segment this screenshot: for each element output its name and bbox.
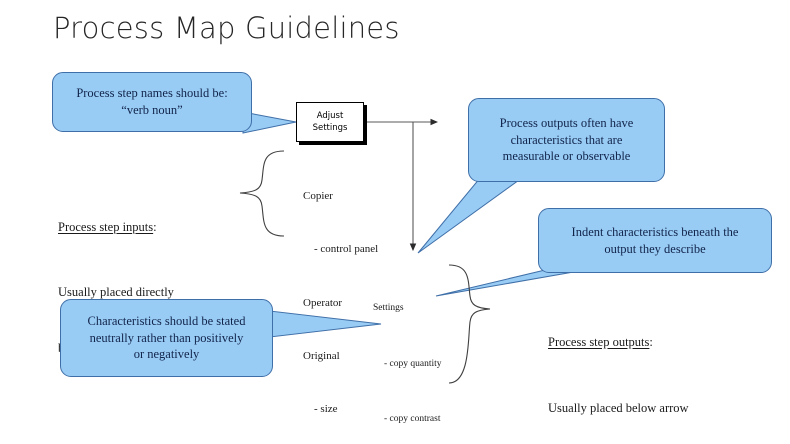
callout-neutral-line3: or negatively [133, 347, 200, 362]
inputs-note-line1: Usually placed directly [58, 284, 174, 299]
callout-neutral-characteristics[interactable]: Characteristics should be stated neutral… [60, 299, 273, 377]
callout-indent-line2: output they describe [604, 241, 706, 256]
list-item: - control panel [314, 243, 379, 256]
callout-process-step-names[interactable]: Process step names should be: “verb noun… [52, 72, 252, 132]
list-item: Copier [303, 189, 333, 202]
list-item: Original [303, 349, 340, 362]
inputs-note-heading-text: Process step inputs [58, 219, 154, 234]
list-item: Settings [373, 303, 404, 314]
outputs-note-heading: Process step outputs: [548, 333, 721, 352]
callout-process-outputs[interactable]: Process outputs often have characteristi… [468, 98, 665, 182]
inputs-note-heading: Process step inputs: [58, 218, 174, 237]
outputs-note-heading-colon: : [649, 335, 653, 349]
callout-outputs-line2: characteristics that are [510, 132, 623, 147]
process-step-outputs-note: Process step outputs: Usually placed bel… [548, 295, 721, 444]
callout-indent-line1: Indent characteristics beneath the [571, 224, 739, 239]
process-inputs-list: Copier - control panel Operator Original… [303, 152, 378, 444]
input-brace [239, 150, 285, 237]
list-item: - copy quantity [384, 358, 442, 369]
callout-neutral-line2: neutrally rather than positively [89, 330, 244, 345]
callout-neutral-line1: Characteristics should be stated [87, 313, 246, 328]
callout-outputs-line1: Process outputs often have [499, 115, 634, 130]
list-item: - size [314, 403, 338, 416]
inputs-note-heading-colon: : [153, 219, 157, 234]
callout-indent-characteristics[interactable]: Indent characteristics beneath the outpu… [538, 208, 772, 273]
callout-names-line1: Process step names should be: [76, 86, 228, 101]
outputs-note-heading-text: Process step outputs [548, 335, 650, 349]
process-box-line1: Adjust [316, 110, 344, 121]
callout-names-line2: “verb noun” [121, 103, 183, 117]
page-title: Process Map Guidelines [53, 11, 400, 45]
callout-tail-indent [435, 269, 586, 297]
output-brace [448, 264, 491, 384]
list-item: - copy contrast [384, 414, 441, 425]
process-box-line2: Settings [312, 123, 348, 133]
callout-outputs-line3: measurable or observable [502, 149, 631, 164]
list-item: Operator [303, 296, 343, 309]
process-step-box[interactable]: Adjust Settings [296, 102, 364, 142]
process-outputs-list: Settings - copy quantity - copy contrast… [373, 262, 442, 444]
outputs-note-line1: Usually placed below arrow [548, 401, 689, 415]
callout-tail-outputs [417, 177, 521, 254]
